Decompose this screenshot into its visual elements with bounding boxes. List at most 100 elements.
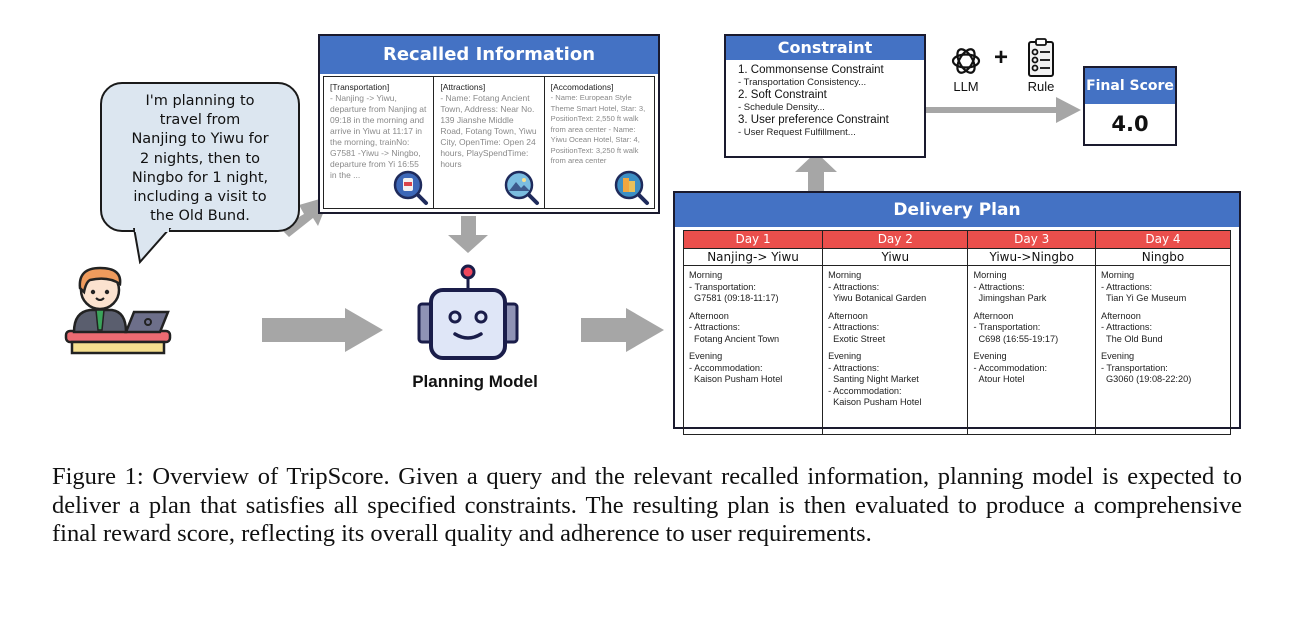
segment-time: Evening <box>973 351 1007 361</box>
flow-arrows <box>262 97 1081 352</box>
schedule-segment: Morning- Attractions:Yiwu Botanical Gard… <box>828 270 962 305</box>
segment-category: - Accommodation: <box>973 362 1047 373</box>
schedule-segment: Evening- Transportation:G3060 (19:08-22:… <box>1101 351 1225 386</box>
column-body: - Name: Fotang Ancient Town, Address: Ne… <box>440 93 537 169</box>
segment-detail: Kaison Pusham Hotel <box>694 374 783 384</box>
segment-time: Evening <box>1100 351 1135 361</box>
column-header: [Transportation] <box>330 82 390 92</box>
segment-time: Morning <box>973 270 1007 280</box>
segment-detail: Atour Hotel <box>978 374 1025 384</box>
day-header: Day 4 <box>1094 230 1232 249</box>
column-header: [Attractions] <box>440 82 486 92</box>
segment-category: - Attractions: <box>1100 322 1153 332</box>
column-body: - Name: European Style Theme Smart Hotel… <box>550 93 646 165</box>
arrow-constraint-to-score <box>926 97 1081 123</box>
segment-detail: Fotang Ancient Town <box>694 333 780 344</box>
constraint-item: 3. User preference Constraint <box>738 114 889 126</box>
segment-time: Afternoon <box>973 310 1014 321</box>
segment-time: Afternoon <box>1100 310 1141 321</box>
schedule-segment: Evening- Attractions:Santing Night Marke… <box>828 351 962 409</box>
segment-time: Afternoon <box>689 310 729 321</box>
segment-category: - Attractions: <box>689 322 741 332</box>
schedule-segment: Morning- Attractions:Tian Yi Ge Museum <box>1101 270 1225 305</box>
final-score-value: 4.0 <box>1111 112 1149 136</box>
segment-category: - Attractions: <box>1100 281 1153 292</box>
schedule-segment: Evening- Accommodation:Atour Hotel <box>973 351 1090 386</box>
figure-caption: Figure 1: Overview of TripScore. Given a… <box>52 463 1242 547</box>
plus-sign: + <box>994 44 1009 71</box>
segment-detail: C698 (16:55-19:17) <box>978 333 1059 344</box>
segment-detail: Exotic Street <box>833 333 886 344</box>
recalled-attractions: [Attractions] - Name: Fotang Ancient Tow… <box>434 77 545 208</box>
schedule-row: Morning- Transportation:G7581 (09:18-11:… <box>682 265 1232 435</box>
arrow-plan-to-constraint <box>795 152 837 193</box>
segment-category: - Accommodation: <box>828 385 902 396</box>
segment-detail: The Old Bund <box>1105 333 1163 344</box>
delivery-plan-title: Delivery Plan <box>675 193 1239 227</box>
recalled-information-panel: Recalled Information [Transportation] - … <box>318 34 660 214</box>
segment-time: Evening <box>828 351 862 361</box>
recalled-accommodations: [Accomodations] - Name: European Style T… <box>545 77 654 208</box>
segment-category: - Attractions: <box>828 362 880 373</box>
day-schedule: Morning- Transportation:G7581 (09:18-11:… <box>684 266 822 434</box>
llm-label: LLM <box>953 79 979 94</box>
rule-checklist-icon <box>1028 38 1054 77</box>
delivery-plan-panel: Delivery Plan Day 1 Day 2 Day 3 Day 4 Na… <box>673 191 1241 435</box>
segment-time: Evening <box>689 351 723 361</box>
segment-detail: Santing Night Market <box>833 374 919 384</box>
schedule-segment: Morning- Transportation:G7581 (09:18-11:… <box>689 270 817 305</box>
day-schedule: Morning- Attractions:Yiwu Botanical Gard… <box>823 266 967 434</box>
segment-detail: Kaison Pusham Hotel <box>833 397 922 407</box>
segment-category: - Attractions: <box>973 281 1025 292</box>
train-search-icon <box>394 170 429 205</box>
segment-detail: Jimingshan Park <box>978 293 1047 303</box>
day-route: Nanjing-> Yiwu <box>682 248 824 266</box>
segment-detail: Tian Yi Ge Museum <box>1105 293 1187 303</box>
user-query-text: I'm planning to travel from Nanjing to Y… <box>131 93 269 225</box>
constraint-title: Constraint <box>726 36 924 60</box>
bubble-tail <box>132 228 172 265</box>
plan-table: Day 1 Day 2 Day 3 Day 4 Nanjing-> Yiwu Y… <box>682 230 1232 435</box>
arrow-recalled-to-model <box>448 216 488 253</box>
hotel-search-icon <box>614 170 649 205</box>
final-score-panel: Final Score 4.0 <box>1083 66 1177 146</box>
segment-detail: G7581 (09:18-11:17) <box>694 293 779 303</box>
schedule-segment: Morning- Attractions:Jimingshan Park <box>973 270 1090 305</box>
day-route: Yiwu <box>822 248 969 266</box>
schedule-segment: Afternoon- Attractions:The Old Bund <box>1101 311 1225 346</box>
schedule-segment: Afternoon- Attractions:Fotang Ancient To… <box>689 311 817 346</box>
robot-icon <box>417 264 519 360</box>
constraint-subitem: - Schedule Density... <box>738 102 825 113</box>
recalled-transportation: [Transportation] - Nanjing -> Yiwu, depa… <box>324 77 435 208</box>
segment-detail: G3060 (19:08-22:20) <box>1105 374 1192 384</box>
day-header: Day 1 <box>682 230 824 249</box>
final-score-title: Final Score <box>1085 68 1175 104</box>
recalled-title: Recalled Information <box>320 36 658 74</box>
arrow-user-to-model <box>262 308 383 352</box>
user-avatar-icon <box>64 266 172 355</box>
schedule-segment: Afternoon- Attractions:Exotic Street <box>828 311 962 346</box>
segment-category: - Attractions: <box>828 322 880 332</box>
day-header: Day 3 <box>967 230 1096 249</box>
constraint-item: 1. Commonsense Constraint <box>738 64 884 76</box>
route-row: Nanjing-> Yiwu Yiwu Yiwu->Ningbo Ningbo <box>682 248 1232 266</box>
arrow-query-to-recalled <box>280 196 330 237</box>
segment-time: Morning <box>689 270 723 280</box>
constraint-panel: Constraint 1. Commonsense Constraint - T… <box>724 34 926 158</box>
constraint-item: 2. Soft Constraint <box>738 89 827 101</box>
day-header: Day 2 <box>822 230 969 249</box>
llm-openai-icon <box>951 48 981 74</box>
landscape-search-icon <box>504 170 539 205</box>
segment-category: - Attractions: <box>828 281 880 292</box>
arrow-model-to-plan <box>581 308 664 352</box>
segment-detail: Yiwu Botanical Garden <box>833 293 927 303</box>
planning-model-label: Planning Model <box>412 372 538 391</box>
user-query-bubble: I'm planning to travel from Nanjing to Y… <box>100 82 300 232</box>
constraint-subitem: - Transportation Consistency... <box>738 77 867 88</box>
schedule-segment: Afternoon- Transportation:C698 (16:55-19… <box>973 311 1090 346</box>
column-body: - Nanjing -> Yiwu, departure from Nanjin… <box>330 93 427 180</box>
segment-time: Afternoon <box>828 310 868 321</box>
segment-category: - Transportation: <box>689 281 756 292</box>
